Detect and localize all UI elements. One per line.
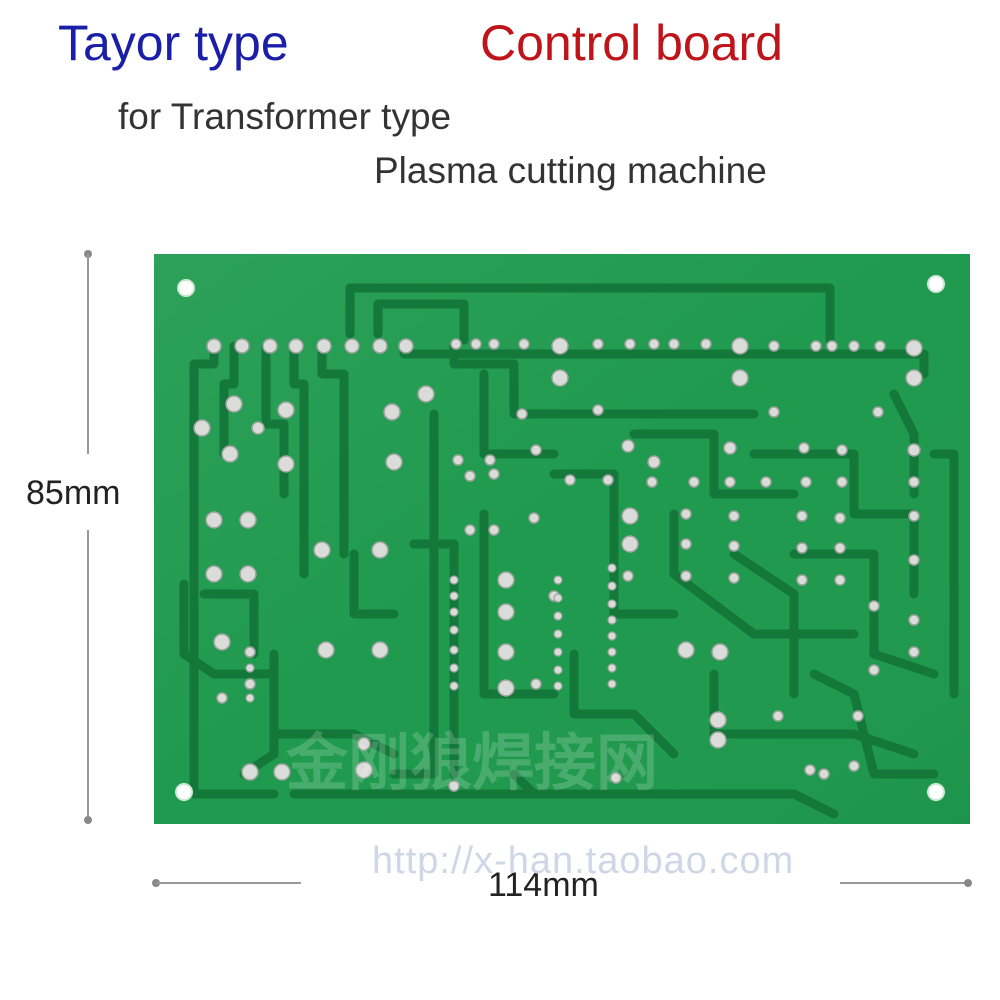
width-dim-line-right xyxy=(840,882,966,884)
width-dim-line-left xyxy=(156,882,301,884)
width-dimension-label: 114mm xyxy=(488,866,599,904)
width-dim-right-dot xyxy=(964,879,972,887)
subtitle-transformer: for Transformer type xyxy=(118,96,452,137)
height-dim-line-bottom xyxy=(87,530,89,820)
title-tayor-type: Tayor type xyxy=(58,15,289,71)
height-dim-line-top xyxy=(87,254,89,454)
pcb-board xyxy=(154,254,970,824)
height-dimension-label: 85mm xyxy=(26,474,121,512)
title-control-board: Control board xyxy=(480,15,783,71)
url-watermark: http://x-han.taobao.com xyxy=(372,840,795,882)
subtitle-plasma: Plasma cutting machine xyxy=(374,150,767,191)
height-dim-bottom-dot xyxy=(84,816,92,824)
chinese-watermark: 金刚狼焊接网 xyxy=(286,729,659,798)
